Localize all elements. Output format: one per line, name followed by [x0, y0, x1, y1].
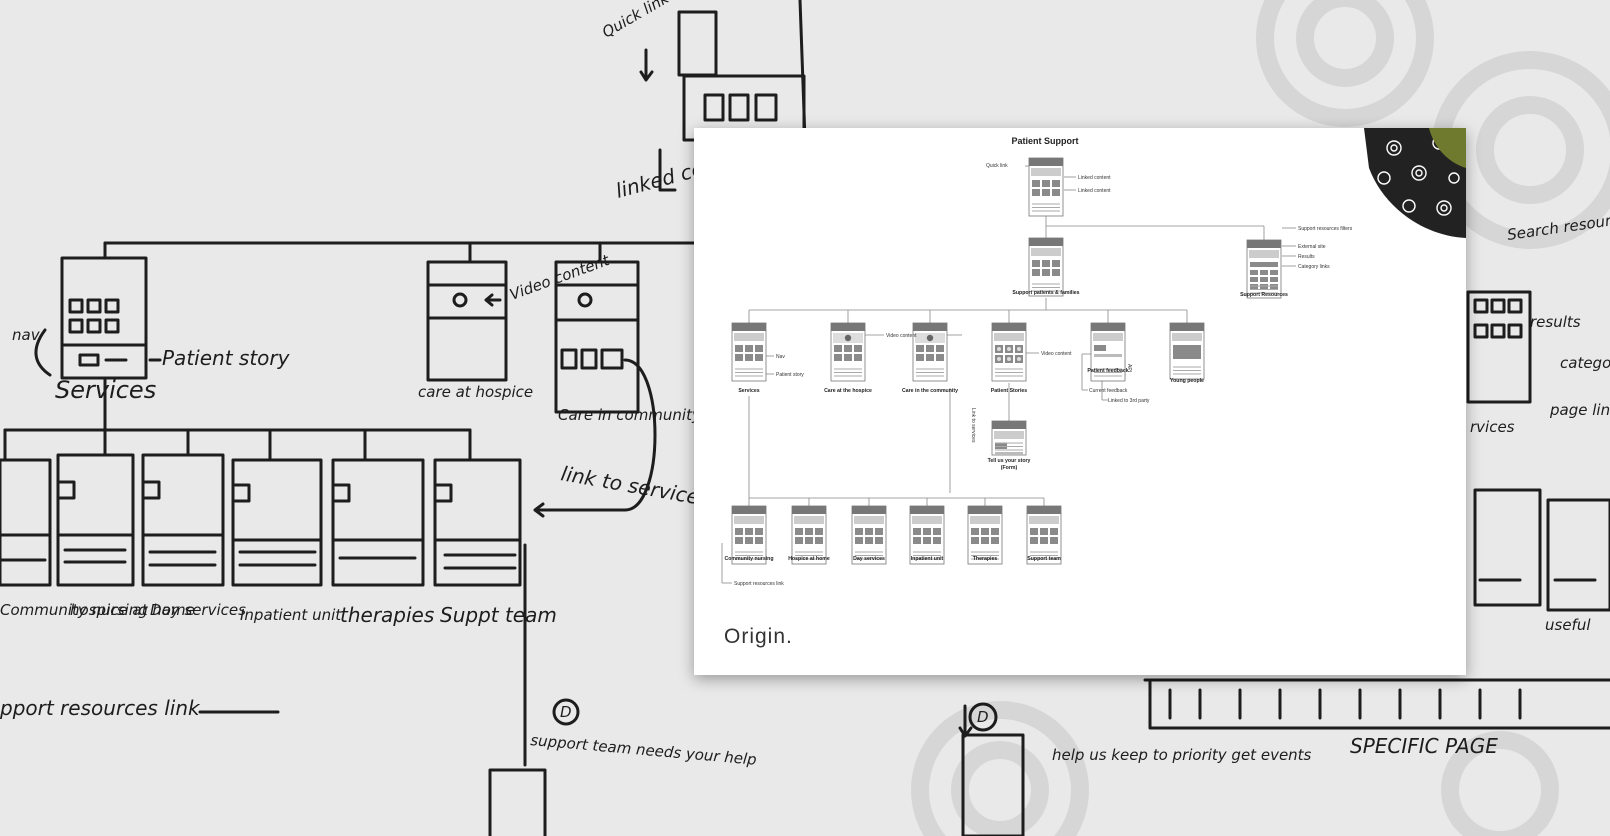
sheet-title: Patient Support [1012, 136, 1079, 146]
sketch-help-keep-label: help us keep to priority get events [1052, 746, 1312, 764]
node-young-people: Young people [1170, 378, 1204, 384]
sketch-inpatient-label: Inpatient unit [240, 606, 342, 624]
sketch-inpatient-box [231, 458, 323, 587]
sketch-video-content-label: Video content [507, 251, 612, 304]
ann-support-resources-filters: Support resources filters [1298, 226, 1353, 232]
node-patient-stories: Patient Stories [991, 388, 1027, 394]
sketch-specific-page-label: SPECIFIC PAGE [1350, 734, 1498, 758]
sketch-support-team-label: Suppt team [440, 603, 557, 627]
thumb-support-resources [1246, 239, 1282, 299]
ann-current-feedback: Current feedback [1089, 388, 1128, 394]
sketch-right-box-1 [1473, 488, 1542, 607]
ann-linked-content-2: Linked content [1078, 188, 1111, 194]
sketch-care-in-community-box [554, 260, 640, 414]
thumb-support-patients [1028, 237, 1064, 297]
ann-nav: Nav [776, 354, 785, 360]
node-tell-us-story: Tell us your story [988, 458, 1031, 464]
thumb-support-team [1026, 505, 1062, 565]
sketch-therapies-label: therapies [340, 603, 434, 627]
node-support-patients: Support patients & families [1012, 290, 1079, 296]
ann-support-resources-link: Support resources link [734, 581, 784, 587]
sketch-community-nursing-box [0, 458, 52, 587]
sketch-circle-d-1: D [560, 703, 572, 721]
node-care-at-hospice: Care at the hospice [824, 388, 872, 394]
origin-logo: Origin. [724, 625, 793, 648]
sketch-resources-box [1466, 290, 1532, 404]
node-inpatient-unit: Inpatient unit [911, 556, 944, 562]
node-services: Services [738, 388, 759, 394]
thumb-therapies [967, 505, 1003, 565]
node-day-services: Day services [853, 556, 885, 562]
node-support-team: Support team [1027, 556, 1061, 562]
node-hospice-at-home: Hospice at home [788, 556, 830, 562]
ann-linked-content-1: Linked content [1078, 175, 1111, 181]
thumb-care-hospice [830, 322, 866, 382]
thumb-hospice-home [791, 505, 827, 565]
sketch-nav-label: nav [12, 326, 41, 344]
node-patient-feedback: Patient feedback [1087, 368, 1128, 374]
sketch-day-services-label: Day services [150, 601, 246, 619]
sketch-community-nursing-label: Community nursing [0, 601, 148, 619]
ann-external-site: External site [1298, 244, 1326, 250]
thumb-services [731, 322, 767, 382]
sketch-care-at-hospice-box [426, 260, 508, 382]
sketch-services-label: Services [55, 376, 156, 404]
sketch-support-team-box [433, 458, 522, 587]
sitemap-sheet: Patient Support [694, 128, 1466, 675]
thumb-tell-story [991, 420, 1027, 456]
node-community-nursing: Community nursing [725, 556, 774, 562]
sketch-circle-d-2: D [977, 708, 989, 726]
sitemap-diagram: Patient Support [721, 128, 1466, 587]
node-tell-us-story-form: (Form) [1001, 465, 1018, 471]
sitemap-connectors [721, 165, 1296, 584]
thumb-care-community [912, 322, 948, 382]
thumb-young-people [1169, 322, 1205, 380]
ann-results: Results [1298, 254, 1315, 260]
sketch-services-right-label: rvices [1470, 418, 1515, 436]
ann-video-content-2: Video content [1041, 351, 1072, 357]
ann-video-content-1: Video content [886, 333, 917, 339]
sketch-help-box [961, 733, 1025, 836]
thumb-patient-feedback [1090, 322, 1126, 382]
ann-category-links: Category links [1298, 264, 1330, 270]
sketch-services-box [60, 256, 148, 380]
sketch-patient-story-label: Patient story [162, 346, 291, 370]
thumb-inpatient [909, 505, 945, 565]
node-care-in-community: Care in the community [902, 388, 958, 394]
sketch-useful-label: useful [1545, 616, 1591, 634]
sketch-quick-link-box [677, 10, 718, 77]
sketch-link-to-services-label: link to services [559, 461, 711, 511]
sketch-therapies-box [331, 458, 425, 587]
node-therapies: Therapies [973, 556, 998, 562]
thumb-day-services [851, 505, 887, 565]
sketch-page-links-label: page links [1549, 401, 1610, 419]
ann-patient-story: Patient story [776, 372, 804, 378]
page-icons [731, 157, 1282, 565]
sketch-care-in-community-label: Care in community [558, 406, 702, 424]
ann-link-to-services: Link to services [970, 408, 976, 443]
ann-quick-link: Quick link [986, 163, 1008, 169]
decorative-rings [911, 0, 1610, 836]
sketch-hospice-home-box [56, 453, 135, 587]
sketch-results-label: results [1530, 313, 1581, 331]
sketch-hospice-at-home-label: hospice at home [70, 601, 195, 619]
ann-linked-3rd-party: Linked to 3rd party [1108, 398, 1150, 404]
sketch-support-team-needs-label: support team needs your help [530, 731, 758, 769]
sketch-day-services-box [141, 453, 225, 587]
ann-api: API [1126, 364, 1132, 372]
thumb-home [1028, 157, 1064, 217]
sketch-quick-link-label: Quick link [599, 0, 673, 41]
sketch-support-resources-link-label: pport resources link [0, 696, 201, 720]
thumb-community-nursing [731, 505, 767, 565]
thumb-patient-stories [991, 322, 1027, 382]
sketch-care-at-hospice-label: care at hospice [418, 383, 533, 401]
corner-pattern [1364, 128, 1466, 238]
node-support-resources: Support Resources [1240, 292, 1288, 298]
sketch-category-label: catego links [1560, 354, 1610, 372]
